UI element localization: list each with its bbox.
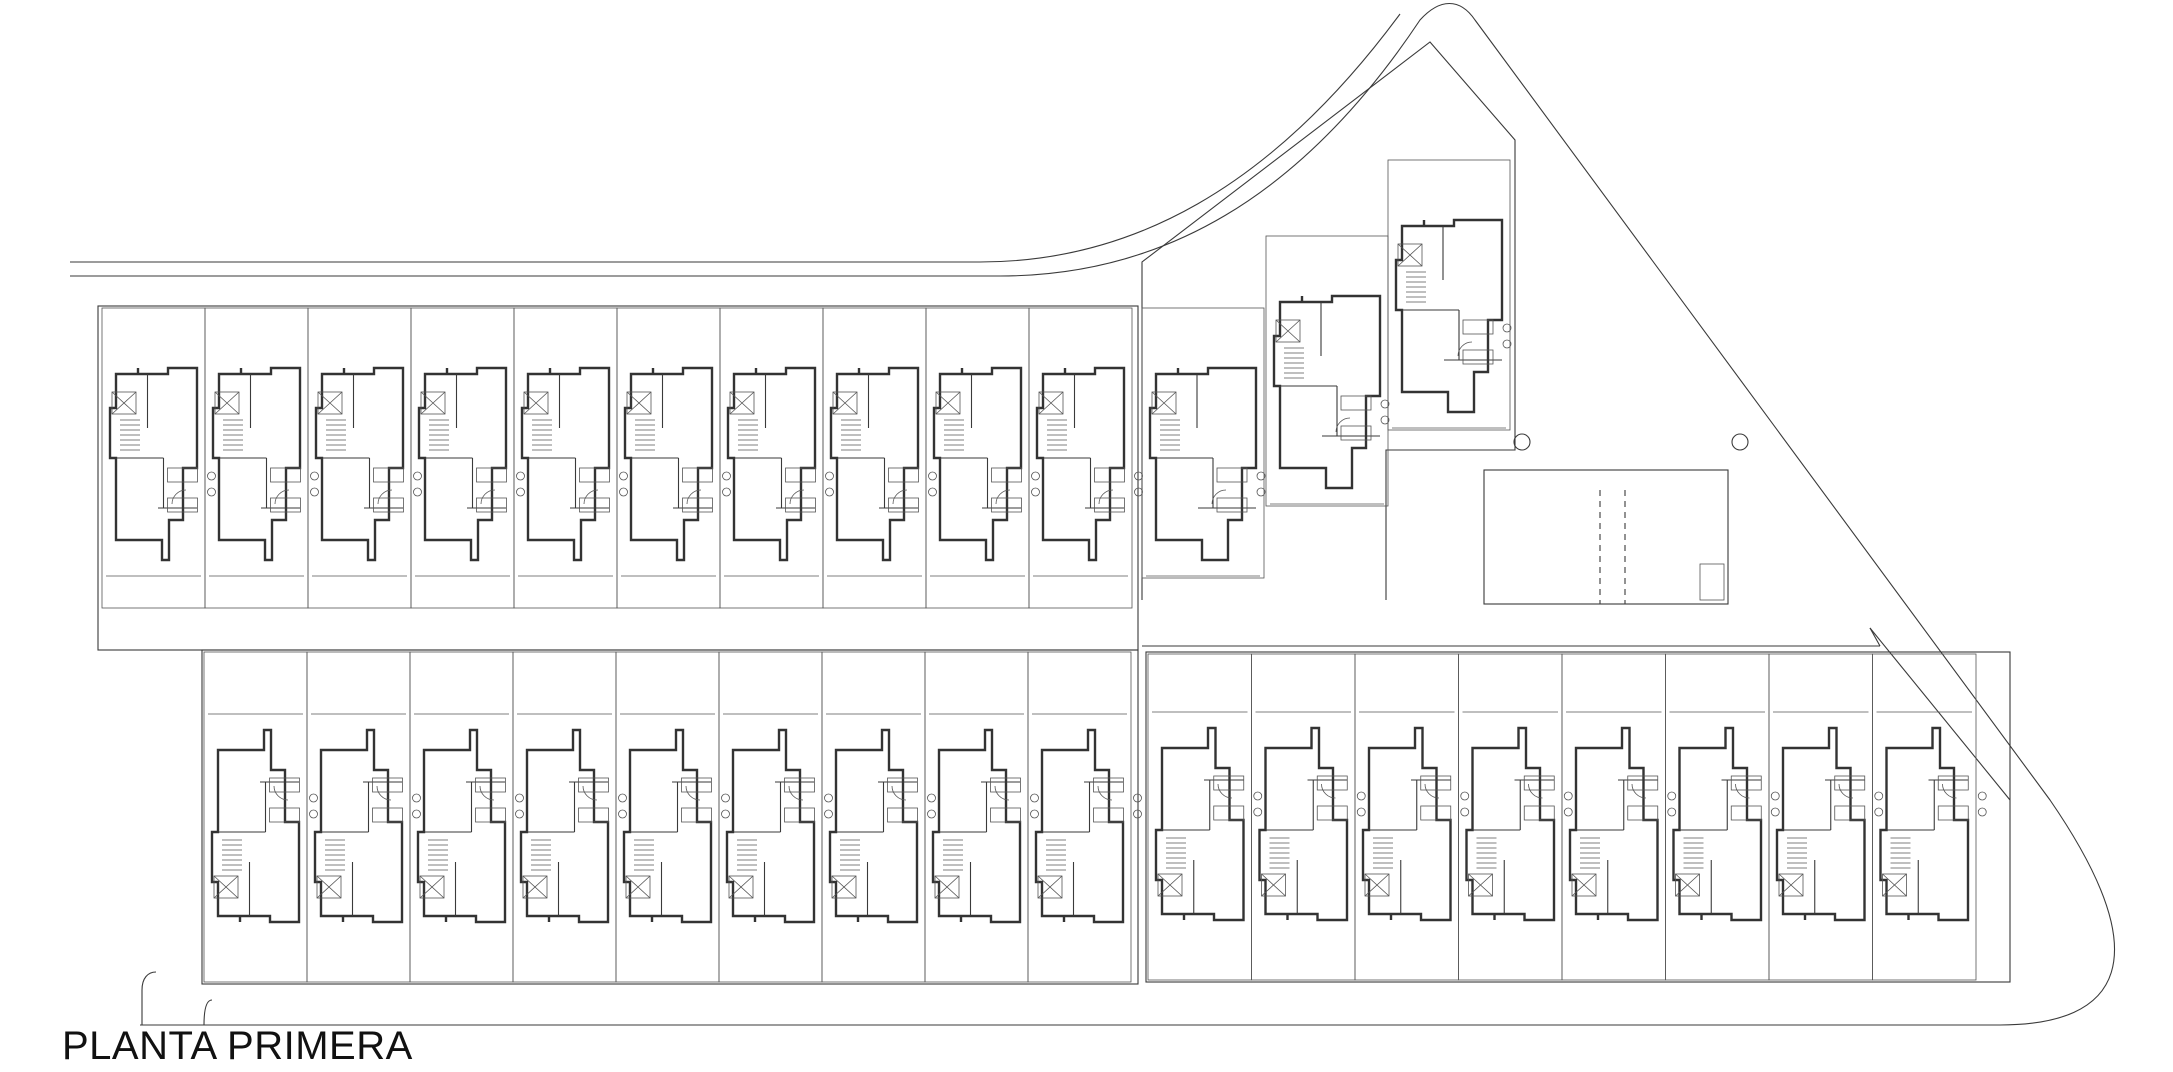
south-west-unit: [306, 651, 421, 983]
north-unit: [204, 307, 319, 609]
south-west-unit: [512, 651, 627, 983]
south-east-unit: [1354, 653, 1470, 981]
south-west-unit: [821, 651, 936, 983]
north-unit: [410, 307, 525, 609]
south-east-unit: [1561, 653, 1677, 981]
diagonal-block-units: [1141, 159, 1512, 579]
building-envelopes: [97, 41, 2011, 985]
north-unit: [616, 307, 731, 609]
plan-title: PLANTA PRIMERA: [62, 1024, 413, 1068]
south-west-unit: [1027, 651, 1142, 983]
north-row-units: [101, 307, 1143, 609]
north-unit: [513, 307, 628, 609]
south-west-unit: [615, 651, 730, 983]
south-east-row-units: [1147, 653, 1987, 981]
south-east-unit: [1458, 653, 1573, 981]
diagonal-unit: [1141, 307, 1266, 579]
north-unit: [101, 307, 216, 609]
south-west-row-units: [203, 651, 1142, 983]
south-east-unit: [1147, 653, 1263, 981]
north-unit: [925, 307, 1040, 609]
north-unit: [307, 307, 422, 609]
north-unit: [822, 307, 937, 609]
south-west-unit: [409, 651, 524, 983]
south-east-unit: [1665, 653, 1780, 981]
diagonal-unit: [1387, 159, 1512, 431]
south-west-unit: [203, 651, 318, 983]
site-boundary: [70, 3, 2116, 1026]
north-unit: [1028, 307, 1143, 609]
south-east-unit: [1872, 653, 1987, 981]
south-east-unit: [1768, 653, 1884, 981]
diagonal-unit: [1265, 235, 1390, 507]
south-west-unit: [924, 651, 1039, 983]
south-east-unit: [1251, 653, 1366, 981]
south-west-unit: [718, 651, 833, 983]
north-unit: [719, 307, 834, 609]
